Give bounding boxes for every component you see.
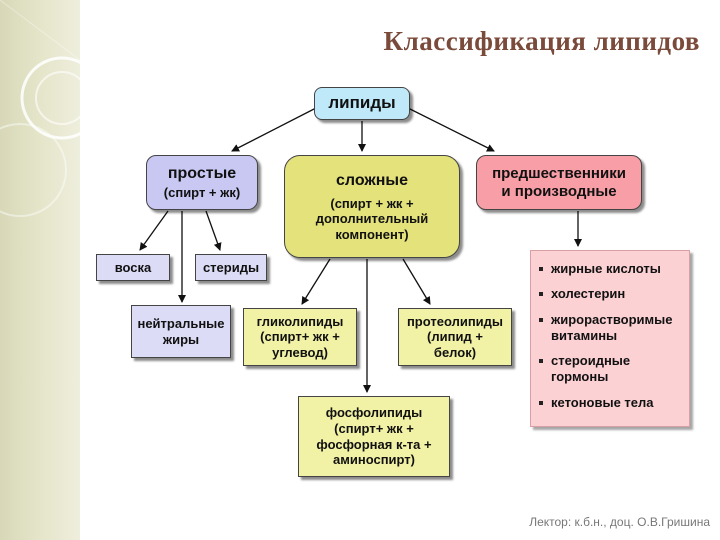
simple-lipids-formula: (спирт + жк) bbox=[163, 185, 241, 201]
sterides-node: стериды bbox=[195, 254, 267, 281]
page-title: Классификация липидов bbox=[383, 26, 700, 56]
neutral-fats-label: нейтральные жиры bbox=[137, 315, 225, 347]
lipids-root-node: липиды bbox=[314, 87, 410, 120]
lipids-root-label: липиды bbox=[328, 93, 396, 113]
complex-lipids-heading: сложные bbox=[336, 171, 408, 189]
neutral-fats-node: нейтральные жиры bbox=[131, 305, 231, 358]
glycolipids-node: гликолипиды (спирт+ жк + углевод) bbox=[243, 308, 357, 366]
precursors-list: жирные кислоты холестерин жирорастворимы… bbox=[537, 261, 685, 411]
phospholipids-label: фосфолипиды (спирт+ жк + фосфорная к-та … bbox=[316, 405, 432, 468]
waxes-label: воска bbox=[114, 259, 152, 275]
list-item: стероидные гормоны bbox=[537, 353, 685, 386]
sterides-label: стериды bbox=[202, 259, 260, 275]
decorative-circles bbox=[0, 0, 80, 217]
list-item: кетоновые тела bbox=[537, 395, 685, 411]
precursors-node: предшественники и производные bbox=[476, 155, 642, 210]
decorative-side-band bbox=[0, 0, 80, 540]
simple-lipids-heading: простые bbox=[167, 165, 237, 183]
precursors-list-box: жирные кислоты холестерин жирорастворимы… bbox=[530, 250, 690, 427]
waxes-node: воска bbox=[96, 254, 170, 281]
simple-lipids-node: простые (спирт + жк) bbox=[146, 155, 258, 210]
complex-lipids-node: сложные (спирт + жк + дополнительный ком… bbox=[284, 155, 460, 258]
list-item: жирные кислоты bbox=[537, 261, 685, 277]
list-item: холестерин bbox=[537, 286, 685, 302]
lecturer-footer: Лектор: к.б.н., доц. О.В.Гришина bbox=[529, 515, 710, 529]
complex-lipids-formula: (спирт + жк + дополнительный компонент) bbox=[315, 195, 429, 242]
glycolipids-label: гликолипиды (спирт+ жк + углевод) bbox=[256, 313, 344, 360]
precursors-label: предшественники и производные bbox=[492, 164, 626, 200]
proteolipids-node: протеолипиды (липид + белок) bbox=[398, 308, 512, 366]
proteolipids-label: протеолипиды (липид + белок) bbox=[406, 313, 504, 360]
list-item: жирорастворимые витамины bbox=[537, 312, 685, 345]
phospholipids-node: фосфолипиды (спирт+ жк + фосфорная к-та … bbox=[298, 396, 450, 477]
